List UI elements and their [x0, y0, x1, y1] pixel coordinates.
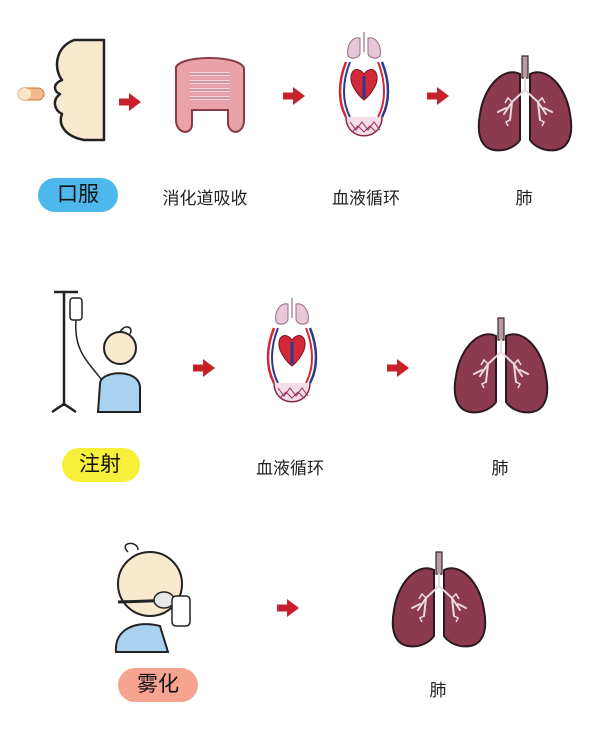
iv-drip-child-icon — [51, 290, 141, 414]
route-highlight — [62, 448, 140, 482]
lungs-icon — [391, 551, 487, 648]
arrow-icon — [277, 599, 299, 617]
pill-mouth-icon — [17, 38, 106, 142]
nebulizer-child-icon — [114, 542, 191, 653]
route-highlight — [38, 178, 118, 212]
step-label: 血液循环 — [332, 189, 400, 209]
route-label: 雾化 — [137, 672, 179, 696]
route-label: 注射 — [79, 452, 121, 476]
arrow-icon — [387, 359, 409, 377]
step-label: 肺 — [491, 459, 509, 479]
lungs-icon — [453, 317, 549, 414]
circulation-icon — [266, 296, 318, 404]
step-label: 肺 — [429, 681, 447, 701]
step-label: 肺 — [515, 189, 533, 209]
route-highlight — [118, 668, 198, 702]
arrow-icon — [283, 87, 305, 105]
arrow-icon — [193, 359, 215, 377]
arrow-icon — [119, 93, 141, 111]
step-label: 血液循环 — [256, 459, 324, 479]
step-label: 消化道吸收 — [162, 189, 248, 209]
intestine-icon — [175, 57, 245, 133]
lungs-icon — [477, 55, 573, 152]
arrow-icon — [427, 87, 449, 105]
route-label: 口服 — [57, 182, 99, 206]
circulation-icon — [338, 30, 390, 138]
